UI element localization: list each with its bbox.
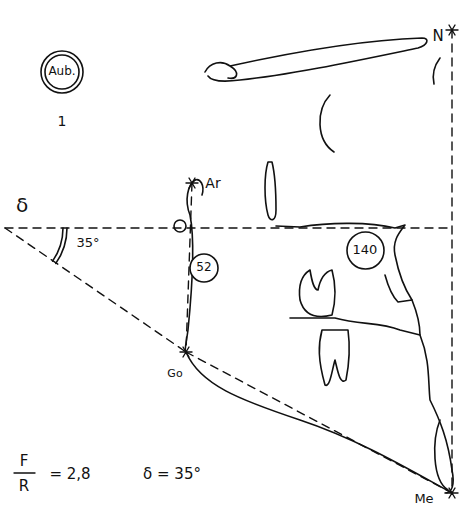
landmark-label: δ = 35° [143, 466, 201, 483]
landmark-label: F [20, 453, 29, 470]
landmark-label: δ [16, 194, 28, 216]
landmark-label: 1 [58, 114, 67, 129]
landmark-label: Me [414, 492, 433, 506]
landmark-label: = 2,8 [49, 466, 90, 483]
circle-node: Aub. [40, 50, 84, 94]
circle-node: 52 [189, 253, 219, 283]
node-text: Aub. [48, 65, 75, 78]
landmark-label: Ar [205, 176, 220, 191]
node-text: 140 [353, 243, 378, 257]
node-text: 52 [196, 261, 211, 274]
landmark-label: 35° [76, 236, 99, 250]
landmark-label: R [19, 478, 29, 495]
landmark-label: N [432, 28, 443, 45]
circle-node: 140 [346, 231, 385, 270]
landmark-label: Go [167, 368, 182, 380]
